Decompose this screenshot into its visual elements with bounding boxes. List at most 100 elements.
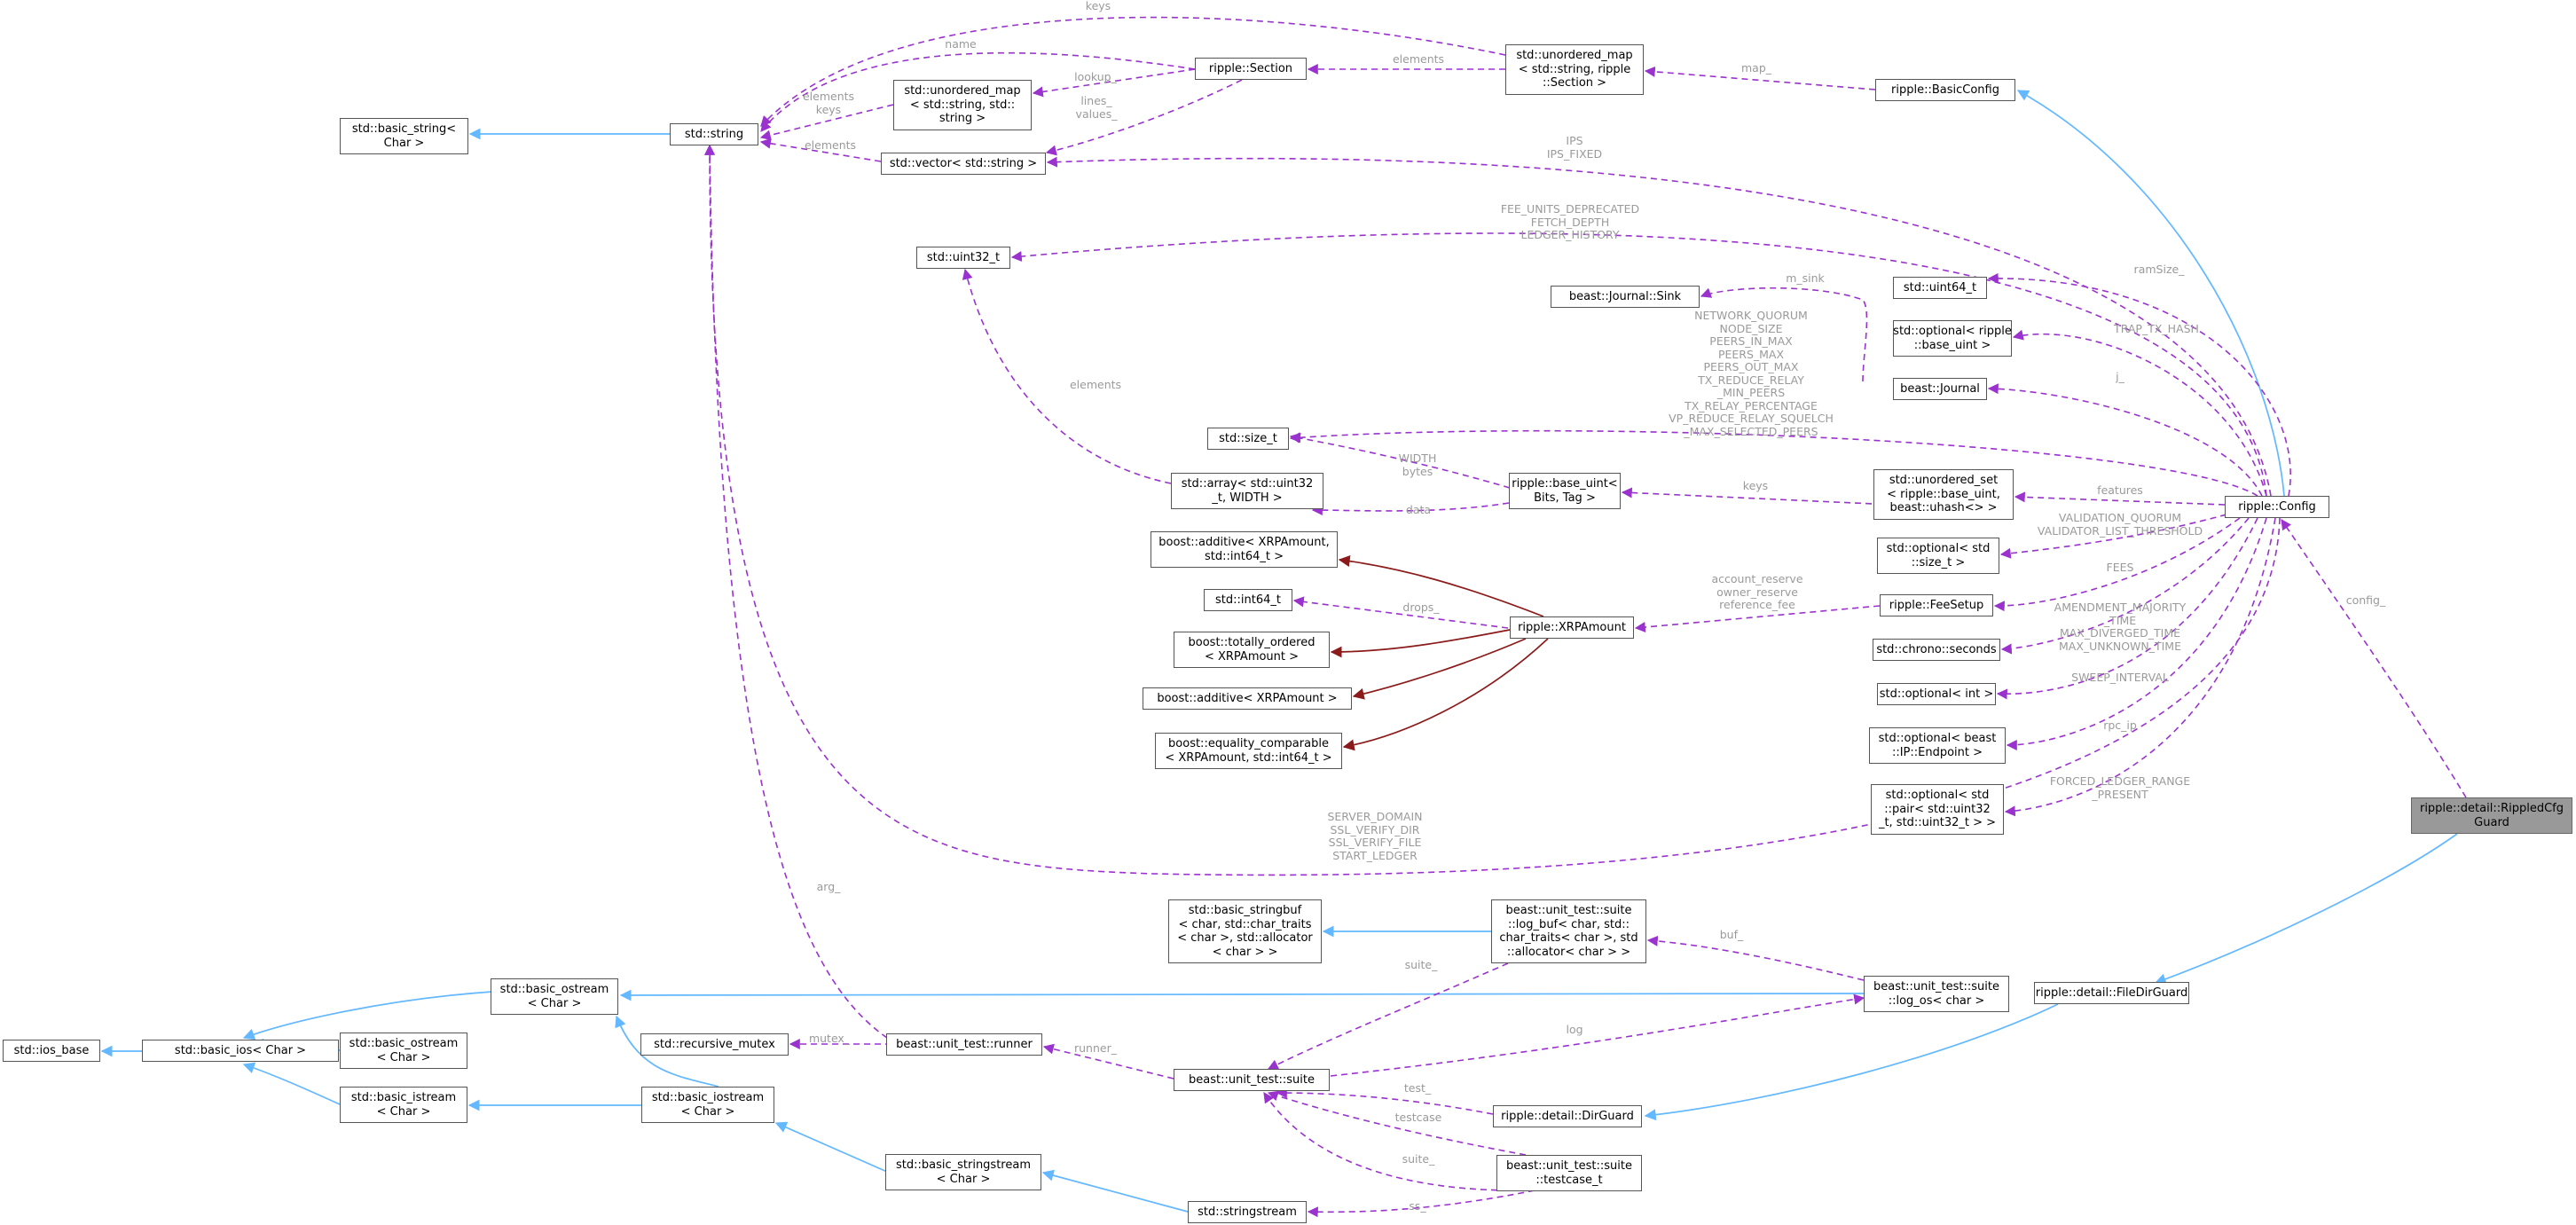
class-node-vector-string[interactable]: std::vector< std::string > bbox=[881, 153, 1046, 175]
edge-label-line: buf_ bbox=[1719, 928, 1744, 941]
edge-label-line: NETWORK_QUORUM bbox=[1694, 309, 1808, 322]
class-node-uint64[interactable]: std::uint64_t bbox=[1893, 277, 1987, 299]
class-node-umap-section[interactable]: std::unordered_map< std::string, ripple:… bbox=[1505, 44, 1644, 95]
edge-label-ss: ss_ bbox=[1409, 1199, 1425, 1213]
class-node-stringstream[interactable]: std::stringstream bbox=[1188, 1201, 1307, 1223]
edge-label-line: log bbox=[1566, 1023, 1583, 1036]
class-node-chrono-seconds[interactable]: std::chrono::seconds bbox=[1873, 639, 2000, 661]
class-node-array-uint32[interactable]: std::array< std::uint32_t, WIDTH > bbox=[1171, 473, 1323, 509]
class-node-umap-strstr[interactable]: std::unordered_map< std::string, std::st… bbox=[893, 80, 1032, 130]
class-node-section[interactable]: ripple::Section bbox=[1195, 58, 1307, 80]
edge-label-line: testcase bbox=[1394, 1111, 1442, 1124]
edge-label-m-sink: m_sink bbox=[1786, 271, 1825, 286]
edge-label-line: mutex_ bbox=[808, 1032, 851, 1045]
class-node-basic-iostream[interactable]: std::basic_iostream< Char > bbox=[641, 1087, 774, 1123]
class-node-config[interactable]: ripple::Config bbox=[2225, 496, 2329, 518]
class-node-additive-int64[interactable]: boost::additive< XRPAmount,std::int64_t … bbox=[1151, 531, 1338, 568]
class-node-totally-ordered[interactable]: boost::totally_ordered< XRPAmount > bbox=[1174, 632, 1330, 668]
edge-label-line: test_ bbox=[1403, 1081, 1432, 1095]
class-node-label: < ripple::base_uint, bbox=[1887, 487, 2000, 501]
edge-label-trap-tx-hash: TRAP_TX_HASH bbox=[2114, 322, 2199, 336]
class-node-runner[interactable]: beast::unit_test::runner bbox=[886, 1033, 1042, 1056]
public-inheritance-edge bbox=[774, 1121, 888, 1173]
class-node-log-buf[interactable]: beast::unit_test::suite::log_buf< char, … bbox=[1491, 899, 1646, 963]
class-node-basic-stringbuf[interactable]: std::basic_stringbuf< char, std::char_tr… bbox=[1168, 899, 1322, 963]
class-node-equality-comparable[interactable]: boost::equality_comparable< XRPAmount, s… bbox=[1155, 733, 1342, 769]
edge-label-line: VALIDATOR_LIST_THRESHOLD bbox=[2037, 523, 2203, 538]
edge-label-line: FEES bbox=[2106, 561, 2134, 574]
edge-label-line: bytes bbox=[1402, 464, 1433, 478]
class-node-label: std::basic_stringstream bbox=[895, 1158, 1031, 1172]
usage-edge bbox=[2006, 517, 2267, 750]
edge-label-keys-uset: keys bbox=[1743, 479, 1768, 493]
class-node-optional-base-uint[interactable]: std::optional< ripple::base_uint > bbox=[1893, 320, 2012, 357]
class-node-size-t[interactable]: std::size_t bbox=[1207, 428, 1289, 450]
edge-label-line: MAX_DIVERGED_TIME bbox=[2059, 626, 2181, 640]
class-node-recursive-mutex[interactable]: std::recursive_mutex bbox=[640, 1033, 789, 1056]
class-node-optional-pair[interactable]: std::optional< std::pair< std::uint32_t,… bbox=[1871, 784, 2004, 835]
class-node-basic-ostream[interactable]: std::basic_ostream< Char > bbox=[340, 1033, 467, 1069]
usage-edge bbox=[760, 16, 1506, 127]
class-node-journal[interactable]: beast::Journal bbox=[1893, 378, 1987, 400]
class-node-label: _t, std::uint32_t > > bbox=[1878, 816, 1997, 830]
edge-label-line: suite_ bbox=[1404, 958, 1438, 971]
class-node-optional-int[interactable]: std::optional< int > bbox=[1877, 683, 1996, 705]
class-node-journal-sink[interactable]: beast::Journal::Sink bbox=[1551, 286, 1700, 308]
class-node-basic-stringstream[interactable]: std::basic_stringstream< Char > bbox=[885, 1154, 1041, 1190]
usage-edge bbox=[1267, 1090, 1527, 1156]
class-node-label: std::int64_t > bbox=[1205, 549, 1284, 563]
class-node-xrpamount[interactable]: ripple::XRPAmount bbox=[1510, 616, 1634, 639]
class-node-label: < Char > bbox=[680, 1104, 735, 1119]
edge-label-line: IPS bbox=[1566, 134, 1583, 147]
edge-label-mutex: mutex_ bbox=[808, 1032, 851, 1046]
usage-edge bbox=[1646, 935, 1865, 981]
private-inheritance-edge bbox=[1330, 629, 1511, 658]
class-node-uint32[interactable]: std::uint32_t bbox=[916, 247, 1010, 269]
class-node-label: boost::additive< XRPAmount > bbox=[1157, 691, 1338, 705]
class-node-basic-istream[interactable]: std::basic_istream< Char > bbox=[340, 1087, 467, 1123]
class-node-label: ::allocator< char > > bbox=[1506, 945, 1631, 959]
class-node-optional-endpoint[interactable]: std::optional< beast::IP::Endpoint > bbox=[1869, 727, 2006, 764]
class-node-label: ripple::detail::DirGuard bbox=[1501, 1109, 1634, 1123]
class-node-ios-base[interactable]: std::ios_base bbox=[3, 1040, 100, 1062]
class-node-label: boost::totally_ordered bbox=[1188, 636, 1315, 649]
usage-edge bbox=[2000, 517, 2250, 655]
class-node-testcase[interactable]: beast::unit_test::suite::testcase_t bbox=[1496, 1155, 1642, 1191]
edge-label-line: name bbox=[945, 37, 977, 51]
class-node-filedirguard[interactable]: ripple::detail::FileDirGuard bbox=[2034, 982, 2189, 1004]
class-node-basicconfig[interactable]: ripple::BasicConfig bbox=[1875, 79, 2015, 101]
class-node-base-uint[interactable]: ripple::base_uint<Bits, Tag > bbox=[1509, 473, 1621, 509]
edge-label-line: FORCED_LEDGER_RANGE bbox=[2049, 774, 2191, 788]
class-node-uset-base-uint[interactable]: std::unordered_set< ripple::base_uint,be… bbox=[1873, 469, 2014, 520]
class-node-int64[interactable]: std::int64_t bbox=[1204, 589, 1292, 611]
usage-edge bbox=[1289, 429, 2258, 497]
class-node-suite[interactable]: beast::unit_test::suite bbox=[1174, 1069, 1330, 1091]
usage-edge bbox=[1311, 502, 1510, 516]
edge-label-line: _MIN_PEERS bbox=[1716, 386, 1786, 399]
usage-edge bbox=[1032, 68, 1196, 98]
edge-label-line: account_reserve bbox=[1711, 572, 1803, 585]
class-node-optional-size-t[interactable]: std::optional< std::size_t > bbox=[1877, 538, 1999, 574]
edge-label-line: PEERS_MAX bbox=[1717, 347, 1785, 361]
usage-edge bbox=[760, 51, 1196, 132]
usage-edge bbox=[1267, 962, 1509, 1070]
edge-label-line: drops_ bbox=[1402, 601, 1440, 614]
class-node-basic-ostream-top[interactable]: std::basic_ostream< Char > bbox=[491, 978, 618, 1015]
class-node-label: Bits, Tag > bbox=[1534, 491, 1596, 505]
class-node-basic-string[interactable]: std::basic_string<Char > bbox=[340, 118, 468, 154]
class-node-label: ::IP::Endpoint > bbox=[1891, 745, 1983, 759]
public-inheritance-edge bbox=[1644, 1003, 2059, 1121]
class-node-label: std::chrono::seconds bbox=[1876, 642, 1997, 656]
class-node-label: beast::unit_test::suite bbox=[1506, 1159, 1632, 1173]
class-node-feesetup[interactable]: ripple::FeeSetup bbox=[1880, 594, 1993, 616]
class-node-string[interactable]: std::string bbox=[670, 123, 758, 145]
class-node-dirguard[interactable]: ripple::detail::DirGuard bbox=[1493, 1105, 1642, 1127]
class-node-additive[interactable]: boost::additive< XRPAmount > bbox=[1143, 687, 1352, 710]
edge-label-line: MAX_UNKNOWN_TIME bbox=[2058, 639, 2182, 653]
class-node-basic-ios[interactable]: std::basic_ios< Char > bbox=[142, 1040, 339, 1062]
class-node-label: ripple::Section bbox=[1208, 61, 1293, 75]
class-node-log-os[interactable]: beast::unit_test::suite::log_os< char > bbox=[1864, 976, 2009, 1012]
